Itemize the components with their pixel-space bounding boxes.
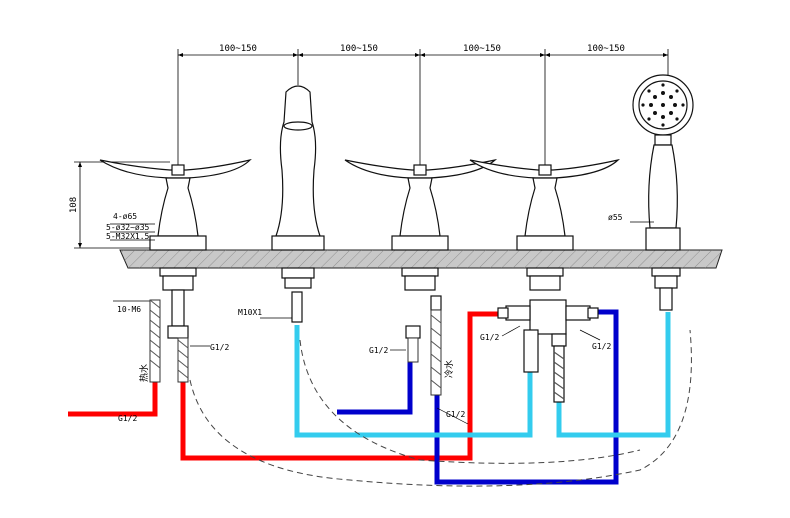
- label-hole-dia: 4-ø65: [113, 212, 137, 221]
- label-cold-water: 冷水: [443, 360, 455, 378]
- cold-pipe-main: [434, 309, 619, 485]
- middle-handle-valve: [344, 158, 498, 339]
- dim-height: 108: [69, 197, 79, 213]
- diverter-valve-icon: [497, 299, 599, 403]
- label-diverter-right: G1/2: [592, 342, 611, 351]
- shower-hose-dashed-inner: [299, 339, 641, 464]
- hot-pipe-left: [68, 382, 158, 417]
- label-handshower-dia: ø55: [608, 213, 623, 222]
- cold-pipe-inlet: [337, 360, 413, 415]
- lever-handle-icon: [344, 158, 498, 179]
- label-deck-hole: 5-ø32~ø35: [106, 223, 150, 232]
- hot-pipe-main: [180, 311, 510, 461]
- middle-flex-hoses: [407, 309, 442, 396]
- right-handle-valve: [469, 158, 621, 291]
- dim-spacing-3: 100~150: [463, 44, 501, 54]
- countertop-deck: [119, 249, 723, 269]
- lever-handle-icon: [469, 158, 621, 179]
- label-hot-pipe: G1/2: [118, 414, 137, 423]
- mixed-pipe-handshower: [556, 312, 671, 438]
- label-thread: 5-M32X1.5: [106, 232, 150, 241]
- supply-pipes: [68, 309, 671, 485]
- lever-handle-icon: [99, 158, 252, 179]
- dim-spacing-2: 100~150: [340, 44, 378, 54]
- dimension-ticks: [78, 53, 668, 248]
- label-diverter-left: G1/2: [480, 333, 499, 342]
- dim-spacing-4: 100~150: [587, 44, 625, 54]
- shower-hose-dashed: [189, 329, 692, 487]
- label-spout-thread: M10X1: [238, 308, 262, 317]
- hand-shower-icon: [632, 74, 694, 311]
- mixed-pipe-spout: [294, 325, 533, 438]
- label-nut: 10-M6: [117, 305, 141, 314]
- label-inlet-cold: G1/2: [446, 410, 465, 419]
- label-inlet-mid: G1/2: [369, 346, 388, 355]
- label-inlet-left: G1/2: [210, 343, 229, 352]
- left-handle-valve: [99, 158, 252, 339]
- bath-spout-icon: [271, 85, 325, 323]
- left-flex-hoses: [149, 299, 189, 383]
- label-hot-water: 热水: [138, 364, 150, 382]
- dim-spacing-1: 100~150: [219, 44, 257, 54]
- shower-nozzles: [641, 83, 685, 127]
- left-annotations: [110, 223, 210, 347]
